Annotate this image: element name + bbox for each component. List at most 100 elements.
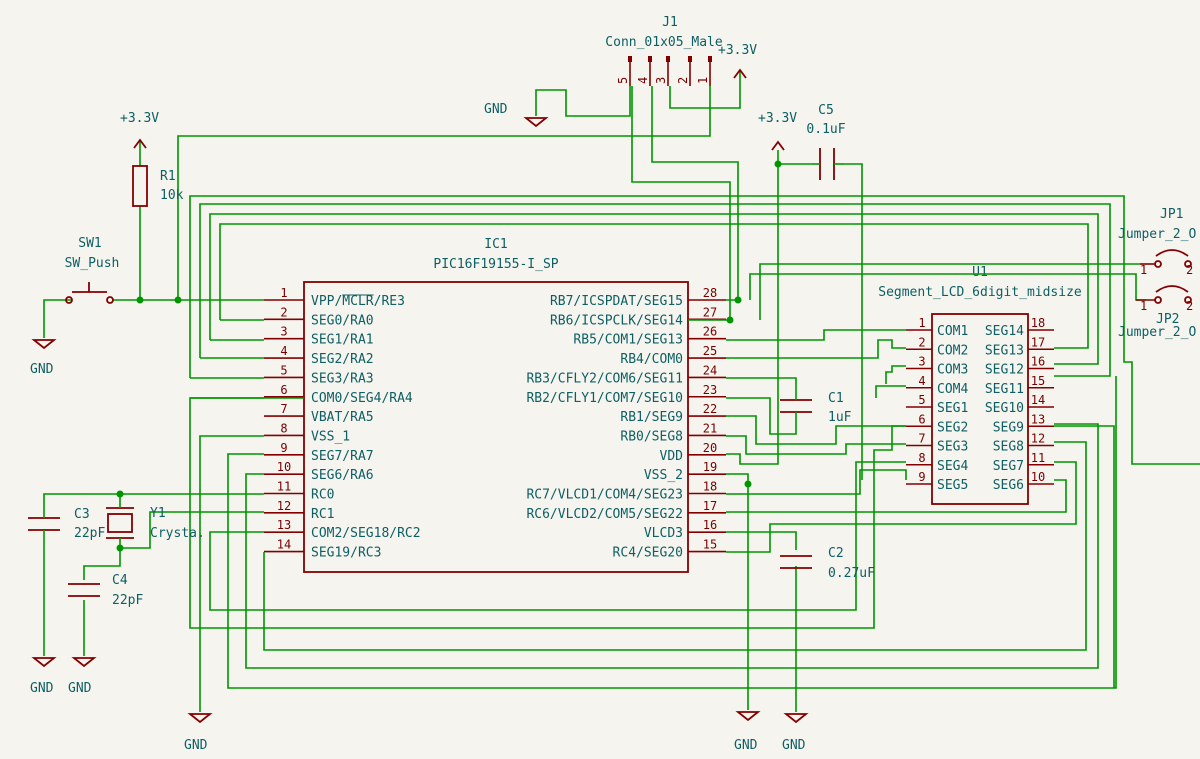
ic1-pin-number: 9: [280, 441, 287, 455]
sw1-ref: SW1: [78, 236, 101, 251]
ic1-pin-name: RC1: [311, 507, 334, 522]
u1-pin-number: 7: [918, 432, 925, 446]
ic1-left-pins: 1VPP/MCLR/RE32SEG0/RA03SEG1/RA14SEG2/RA2…: [264, 286, 421, 561]
ic1-pin-number: 24: [703, 363, 717, 377]
ic1-pin-name: SEG19/RC3: [311, 546, 381, 561]
u1-pin-name: COM4: [937, 382, 968, 397]
ic1-pin-name: RB7/ICSPDAT/SEG15: [550, 294, 683, 309]
power-3v3-c5: +3.3V: [758, 111, 797, 151]
c4[interactable]: C4 22pF: [68, 573, 143, 608]
ic1-pin-number: 16: [703, 518, 717, 532]
ic1-pin-number: 6: [280, 383, 287, 397]
gnd-label-c4: GND: [68, 681, 92, 696]
gnd-label-vss2: GND: [734, 738, 758, 753]
c3-ref: C3: [74, 507, 90, 522]
jp2[interactable]: 1 2 JP2 Jumper_2_O: [1118, 285, 1196, 340]
u1-pin-name: SEG9: [993, 420, 1024, 435]
u1-lcd[interactable]: U1 Segment_LCD_6digit_midsize 1COM12COM2…: [878, 265, 1082, 505]
ic1[interactable]: IC1 PIC16F19155-I_SP 1VPP/MCLR/RE32SEG0/…: [264, 237, 726, 573]
r1-value: 10k: [160, 188, 184, 203]
ic1-pin-number: 25: [703, 344, 717, 358]
j1-pin-tip: [628, 56, 632, 62]
jp1[interactable]: JP1 Jumper_2_O 1 2: [1118, 207, 1196, 277]
u1-right-pins: 18SEG1417SEG1316SEG1215SEG1114SEG1013SEG…: [985, 316, 1054, 493]
ic1-pin-name: SEG0/RA0: [311, 313, 374, 328]
ic1-pin-name: RB1/SEG9: [620, 410, 683, 425]
u1-pin-number: 2: [918, 335, 925, 349]
u1-ref: U1: [972, 265, 988, 280]
jp2-pin2: 2: [1186, 299, 1193, 313]
y1-crystal[interactable]: Y1 Crysta.: [106, 506, 205, 548]
gnd-label-j1: GND: [484, 102, 508, 117]
j1-value: Conn_01x05_Male: [605, 35, 723, 50]
jp2-ref: JP2: [1156, 312, 1179, 327]
gnd-c4: GND: [68, 657, 97, 696]
u1-pin-name: SEG10: [985, 401, 1024, 416]
ic1-pin-name: RB4/COM0: [620, 352, 683, 367]
u1-pin-name: SEG11: [985, 382, 1024, 397]
u1-pin-name: SEG1: [937, 401, 968, 416]
ic1-pin-number: 19: [703, 460, 717, 474]
r1-ref: R1: [160, 169, 176, 184]
r1[interactable]: R1 10k: [132, 165, 184, 207]
j1-pin-tip: [708, 56, 712, 62]
u1-pin-number: 11: [1031, 451, 1045, 465]
ic1-pin-number: 14: [277, 538, 291, 552]
ic1-pin-name: SEG7/RA7: [311, 449, 374, 464]
ic1-pin-name: RB3/CFLY2/COM6/SEG11: [526, 371, 683, 386]
u1-pin-number: 4: [918, 374, 925, 388]
c5[interactable]: C5 0.1uF: [806, 103, 846, 180]
ic1-pin-name: RC7/VLCD1/COM4/SEG23: [526, 488, 683, 503]
u1-pin-name: SEG5: [937, 478, 968, 493]
u1-pin-number: 15: [1031, 374, 1045, 388]
c3[interactable]: C3 22pF: [28, 507, 105, 548]
c2-value: 0.27uF: [828, 566, 875, 581]
ic1-value: PIC16F19155-I_SP: [433, 257, 558, 272]
u1-pin-name: SEG2: [937, 420, 968, 435]
j1-pin-tip: [648, 56, 652, 62]
ic1-pin-name: COM2/SEG18/RC2: [311, 526, 421, 541]
c4-value: 22pF: [112, 593, 143, 608]
ic1-pin-name: COM0/SEG4/RA4: [311, 391, 413, 406]
power-3v3-label-r1: +3.3V: [120, 111, 159, 126]
c5-value: 0.1uF: [806, 122, 845, 137]
ic1-pin-number: 18: [703, 480, 717, 494]
ic1-pin-number: 2: [280, 305, 287, 319]
ic1-pin-name: RB0/SEG8: [620, 429, 683, 444]
c1[interactable]: C1 1uF: [780, 384, 852, 425]
ic1-pin-number: 28: [703, 286, 717, 300]
ic1-pin-number: 21: [703, 421, 717, 435]
ic1-ref: IC1: [484, 237, 507, 252]
ic1-pin-number: 15: [703, 538, 717, 552]
gnd-c2: GND: [782, 713, 809, 753]
j1-pin-number: 2: [676, 77, 690, 84]
ic1-pin-number: 13: [277, 518, 291, 532]
ic1-pin-name: VDD: [660, 449, 684, 464]
ic1-pin-number: 5: [280, 363, 287, 377]
power-3v3-label-c5: +3.3V: [758, 111, 797, 126]
gnd-label-vss1: GND: [184, 738, 208, 753]
ic1-pin-name: RC6/VLCD2/COM5/SEG22: [526, 507, 683, 522]
u1-pin-number: 6: [918, 412, 925, 426]
u1-pin-name: SEG13: [985, 343, 1024, 358]
wires: [43, 70, 1200, 712]
power-3v3-label-j1: +3.3V: [718, 43, 757, 58]
jp1-pin2: 2: [1186, 263, 1193, 277]
ic1-pin-name: VLCD3: [644, 526, 683, 541]
sw1[interactable]: SW1 SW_Push: [65, 236, 120, 304]
ic1-pin-number: 7: [280, 402, 287, 416]
ic1-pin-name: VSS_1: [311, 429, 350, 444]
gnd-c3: GND: [30, 657, 57, 696]
ic1-pin-number: 23: [703, 383, 717, 397]
u1-pin-number: 8: [918, 451, 925, 465]
j1-pin-tip: [688, 56, 692, 62]
ic1-pin-number: 10: [277, 460, 291, 474]
ic1-pin-number: 12: [277, 499, 291, 513]
ic1-pin-name: RB6/ICSPCLK/SEG14: [550, 313, 683, 328]
c2[interactable]: C2 0.27uF: [780, 546, 875, 581]
ic1-pin-name: VBAT/RA5: [311, 410, 374, 425]
u1-pin-name: SEG4: [937, 459, 968, 474]
j1-ref: J1: [662, 15, 678, 30]
